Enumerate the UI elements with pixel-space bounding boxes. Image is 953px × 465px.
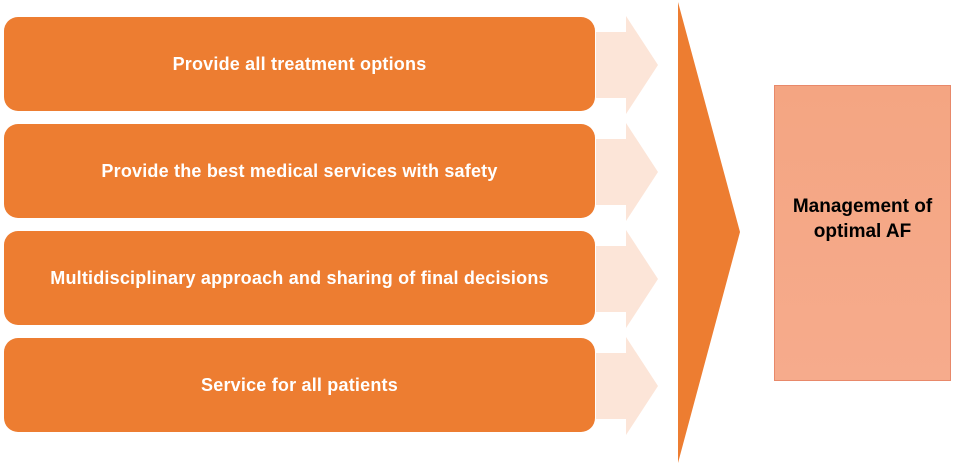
step-label: Provide the best medical services with s… [101, 160, 498, 181]
step-box-multidisciplinary-approach: Multidisciplinary approach and sharing o… [4, 231, 595, 325]
connector-arrow-icon [596, 337, 658, 435]
step-label: Provide all treatment options [172, 53, 427, 74]
connector-arrow-icon [596, 16, 658, 114]
connector-arrow-icon [596, 230, 658, 328]
step-box-service-all-patients: Service for all patients [4, 338, 595, 432]
outcome-box: Management of optimal AF [774, 85, 951, 381]
outcome-label: Management of optimal AF [792, 196, 933, 242]
step-box-treatment-options: Provide all treatment options [4, 17, 595, 111]
step-label: Service for all patients [201, 374, 398, 395]
connector-arrow-icon [596, 123, 658, 221]
step-box-best-medical-services: Provide the best medical services with s… [4, 124, 595, 218]
step-label: Multidisciplinary approach and sharing o… [50, 267, 549, 288]
converge-arrow-icon [678, 2, 740, 463]
